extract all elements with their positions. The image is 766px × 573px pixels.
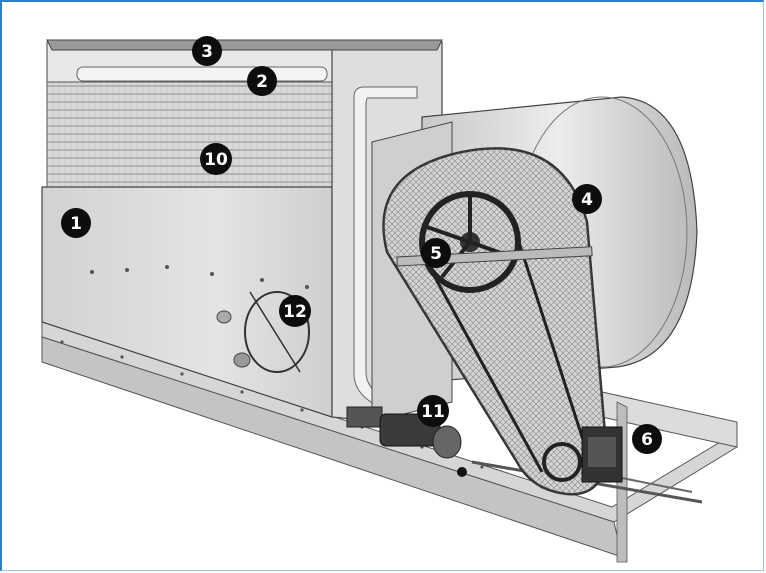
svg-text:11: 11: [421, 402, 445, 422]
callout-4: 4: [572, 184, 602, 214]
svg-text:3: 3: [201, 42, 213, 62]
svg-text:10: 10: [204, 150, 228, 170]
callout-6: 6: [632, 424, 662, 454]
callout-3: 3: [192, 36, 222, 66]
svg-text:2: 2: [256, 72, 268, 92]
callout-2: 2: [247, 66, 277, 96]
svg-text:4: 4: [581, 190, 593, 210]
svg-text:6: 6: [641, 430, 653, 450]
callout-12: 12: [279, 295, 311, 327]
svg-text:12: 12: [283, 302, 307, 322]
svg-text:5: 5: [430, 244, 442, 264]
callout-10: 10: [200, 143, 232, 175]
svg-text:1: 1: [70, 214, 82, 234]
callout-11: 11: [417, 395, 449, 427]
belt-guard: [382, 147, 609, 496]
callout-1: 1: [61, 208, 91, 238]
motor: [581, 426, 623, 483]
callout-5: 5: [421, 238, 451, 268]
